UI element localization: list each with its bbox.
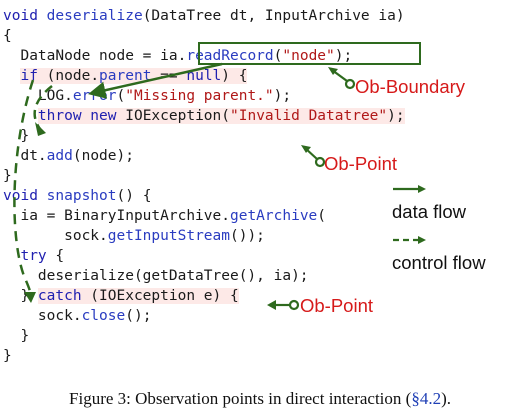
code-token: (node); [72, 148, 134, 164]
code-token: throw new [37, 108, 117, 124]
ob-point-marker-circle-throw [314, 156, 326, 168]
code-line: throw new IOException("Invalid Datatree"… [3, 106, 405, 126]
legend-control-flow-head [418, 236, 426, 244]
code-token: ia. [160, 48, 187, 64]
code-token: } [3, 128, 30, 144]
ob-boundary-marker-circle [344, 78, 356, 90]
legend-data-flow-label: data flow [392, 201, 467, 222]
ob-point-pointer-head-catch [267, 300, 276, 310]
code-token: catch [37, 288, 82, 304]
code-token: } [3, 348, 12, 364]
code-token: ( [116, 88, 126, 104]
ob-boundary-label: Ob-Boundary [355, 76, 466, 97]
code-token: void [3, 8, 47, 24]
code-token: close [81, 308, 126, 324]
control-flow-arrowhead-throw [35, 122, 46, 136]
code-token: ) { [221, 68, 248, 84]
code-token: try [20, 248, 47, 264]
code-token: (node. [37, 68, 100, 84]
ob-boundary-highlight-box [198, 42, 421, 65]
code-token: deserialize(getDataTree(), ia); [3, 268, 309, 284]
code-token: ia = BinaryInputArchive. [3, 208, 230, 224]
code-token: "node" [282, 48, 335, 64]
ob-point-marker-circle-catch [288, 299, 300, 311]
ob-point-pointer-head-throw [301, 145, 311, 153]
code-line: } [3, 346, 12, 366]
code-line: sock.close(); [3, 306, 152, 326]
code-token: } [3, 328, 30, 344]
code-line: } catch (IOException e) { [3, 286, 239, 306]
code-token: if [20, 68, 38, 84]
code-token: parent [99, 68, 152, 84]
control-flow-arrow-if-throw [33, 85, 53, 130]
code-token: readRecord [186, 48, 274, 64]
caption-section-link[interactable]: §4.2 [411, 389, 442, 408]
code-line: } [3, 166, 12, 186]
code-token: ( [317, 208, 327, 224]
code-token: sock. [3, 308, 82, 324]
code-line: dt.add(node); [3, 146, 134, 166]
figure-caption: Figure 3: Observation points in direct i… [0, 389, 520, 409]
code-token: { [46, 248, 65, 264]
control-flow-arrowhead-catch [24, 292, 36, 303]
code-token: () { [116, 188, 152, 204]
code-token: } [3, 288, 38, 304]
code-token: "Invalid Datatree" [230, 108, 388, 124]
code-token: getInputStream [107, 228, 230, 244]
code-line: { [3, 26, 12, 46]
code-token: null [186, 68, 222, 84]
code-line: ia = BinaryInputArchive.getArchive( [3, 206, 326, 226]
code-token: getArchive [229, 208, 318, 224]
code-token: ); [334, 48, 353, 64]
code-token: IOException( [116, 108, 230, 124]
code-token: (IOException e) { [81, 288, 239, 304]
code-token: add [46, 148, 73, 164]
code-token: void [3, 188, 47, 204]
data-flow-arrow-record [88, 62, 223, 99]
legend-data-flow-head [418, 185, 426, 193]
code-line: void deserialize(DataTree dt, InputArchi… [3, 6, 405, 26]
code-token: { [3, 28, 12, 44]
code-line: } [3, 126, 29, 146]
code-token: sock. [3, 228, 108, 244]
code-token: ()); [229, 228, 265, 244]
ob-point-label-throw: Ob-Point [324, 153, 398, 174]
code-token: ); [387, 108, 405, 124]
caption-prefix: Figure 3: Observation points in direct i… [69, 389, 412, 408]
ob-point-label-catch: Ob-Point [300, 295, 374, 316]
code-line: if (node.parent == null) { [3, 66, 248, 86]
code-token: snapshot [46, 188, 117, 204]
code-line: void snapshot() { [3, 186, 151, 206]
code-line: } [3, 326, 29, 346]
code-line: DataNode node = ia.readRecord("node"); [3, 46, 352, 66]
code-line: try { [3, 246, 64, 266]
code-token: dt. [3, 148, 47, 164]
legend-control-flow-label: control flow [392, 252, 486, 273]
code-token: ); [273, 88, 292, 104]
caption-suffix: ). [441, 389, 451, 408]
code-line: sock.getInputStream()); [3, 226, 265, 246]
code-line: deserialize(getDataTree(), ia); [3, 266, 309, 286]
code-token: } [3, 168, 12, 184]
ob-boundary-pointer-head [328, 67, 338, 75]
code-token: "Missing parent." [125, 88, 274, 104]
control-flow-arrow-catch [13, 79, 35, 301]
code-line: LOG.error("Missing parent."); [3, 86, 291, 106]
code-token: (); [125, 308, 152, 324]
code-token: (DataTree dt, InputArchive ia) [142, 8, 405, 24]
code-token: ( [273, 48, 283, 64]
code-token: DataNode node = [3, 48, 161, 64]
code-token: deserialize [46, 8, 143, 24]
